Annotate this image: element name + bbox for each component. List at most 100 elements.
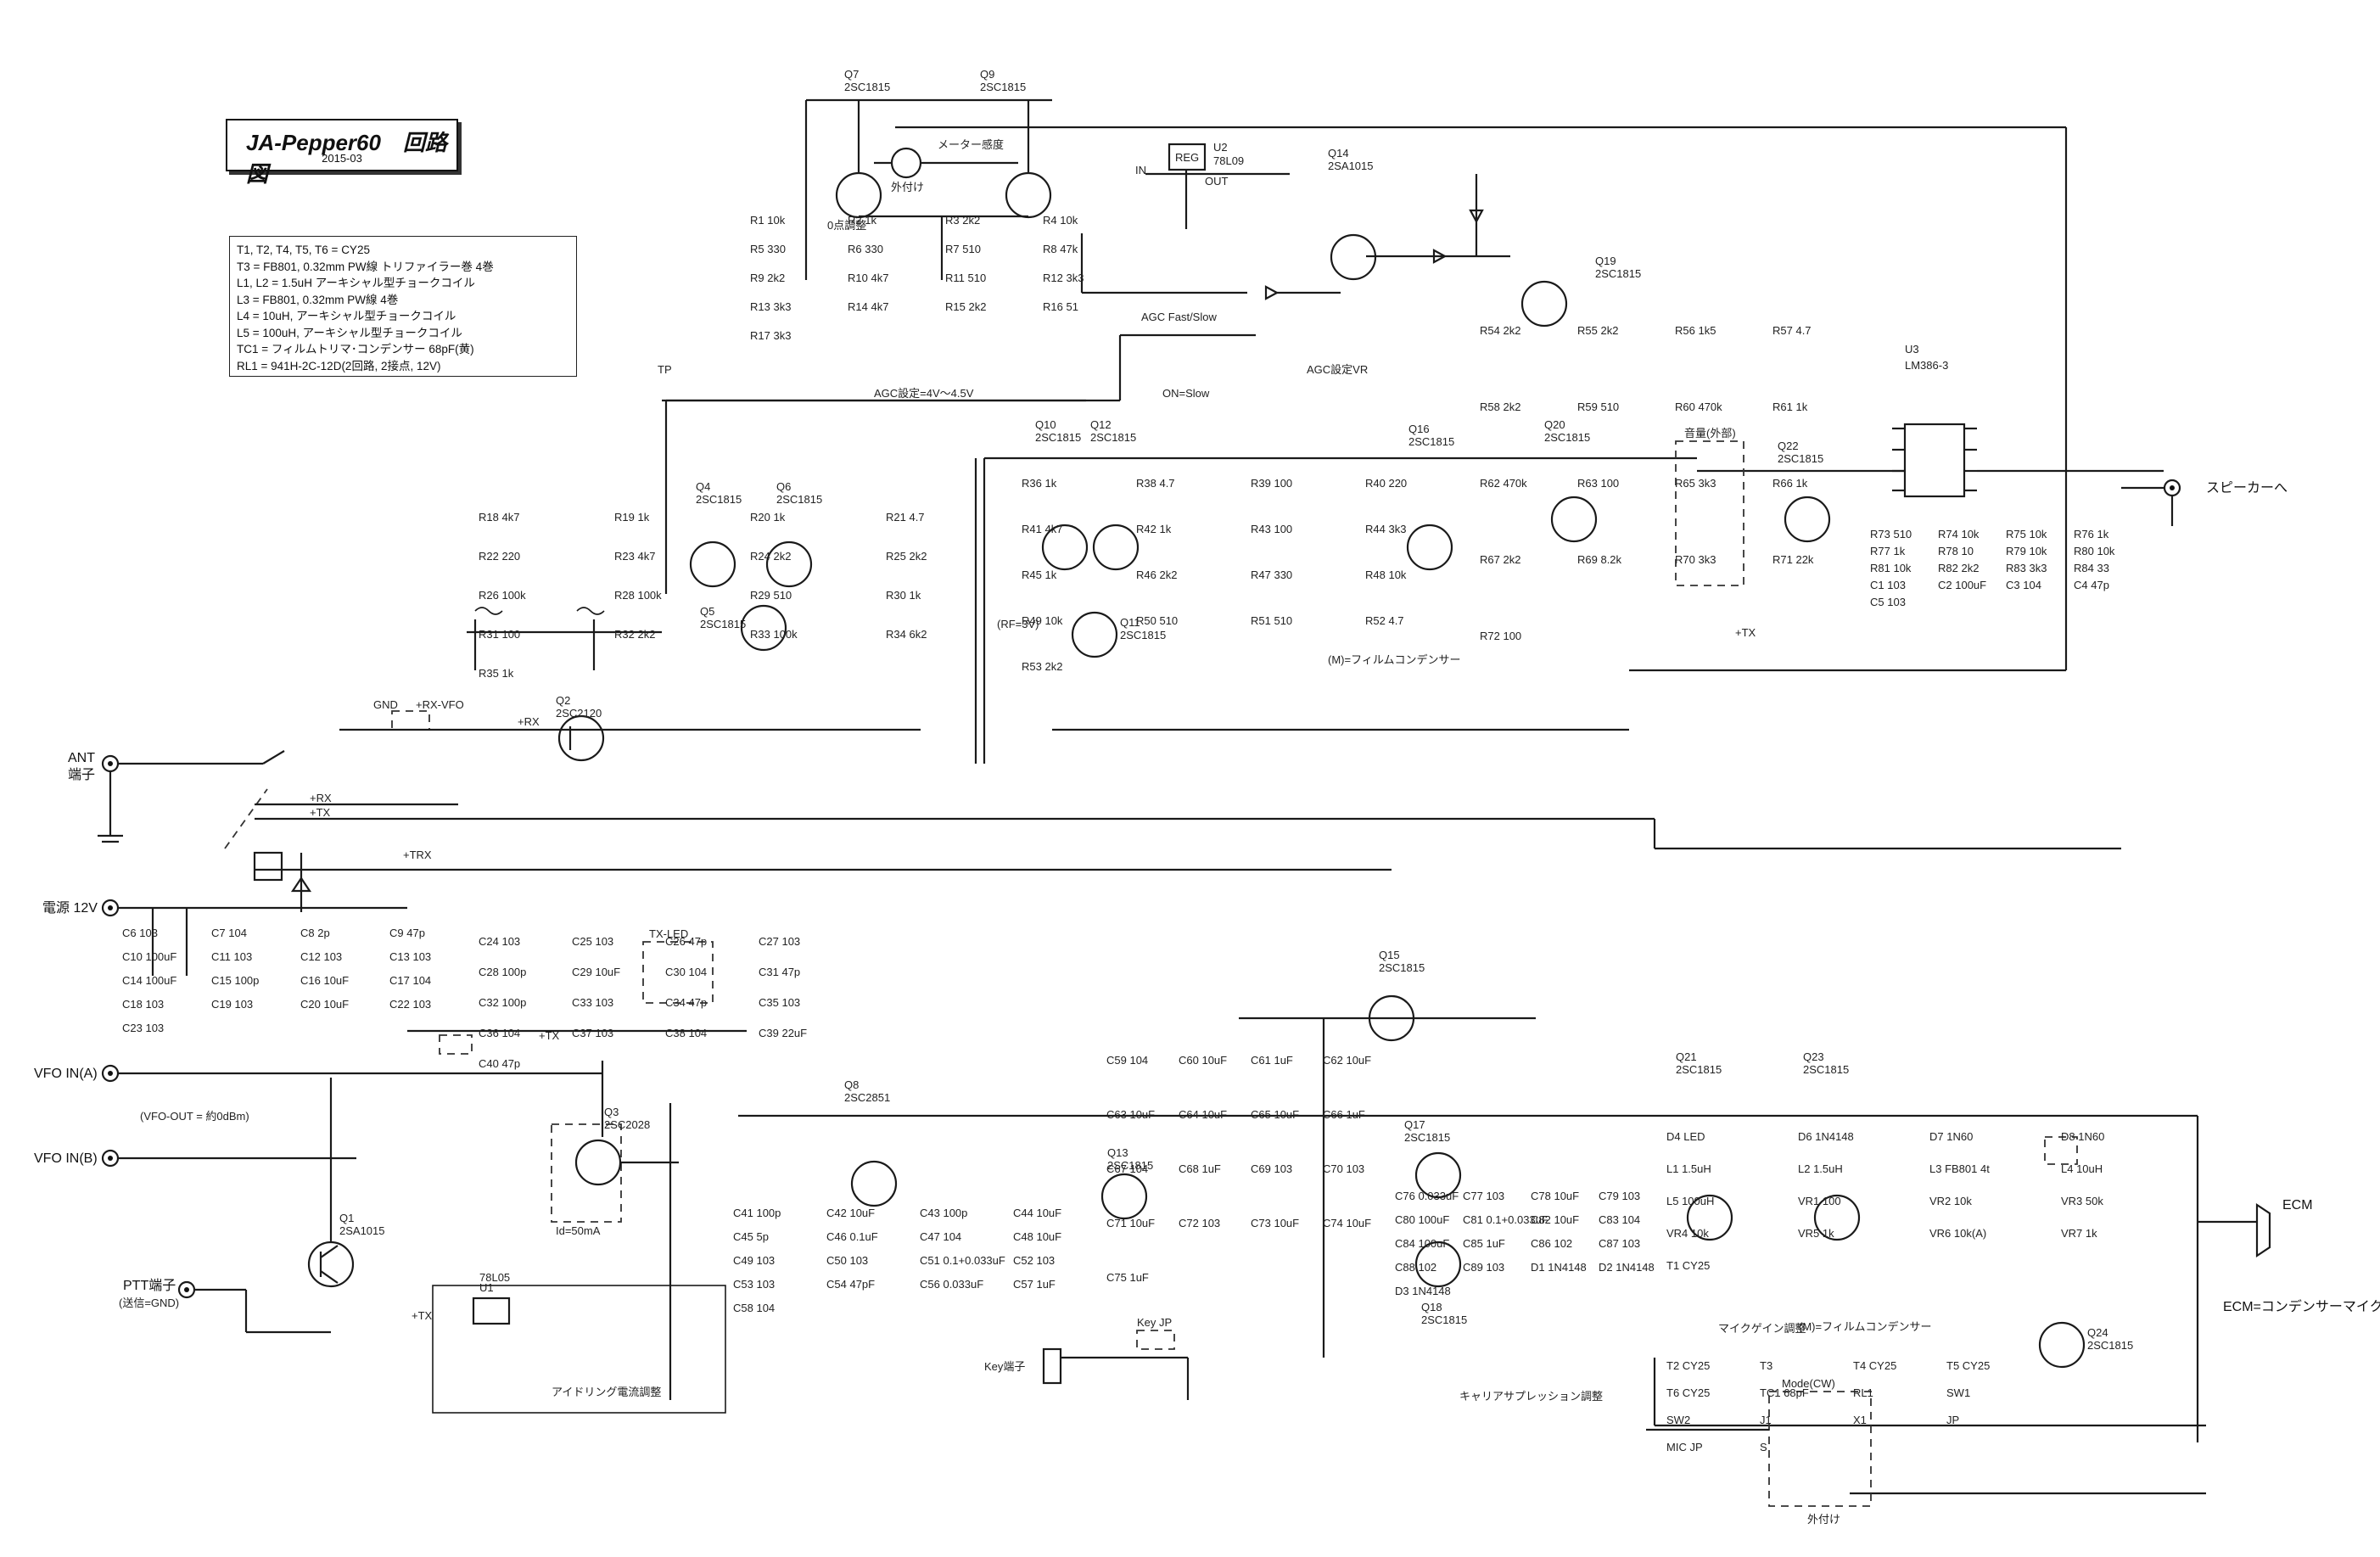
vfo-b-label: VFO IN(B) — [34, 1151, 98, 1166]
q11-ref: Q11 — [1120, 616, 1140, 629]
external-note: 外付け — [891, 181, 924, 193]
component-label: C81 0.1+0.033uF — [1463, 1213, 1548, 1226]
parts-note: T1, T2, T4, T5, T6 = CY25 — [237, 244, 370, 256]
component-label: R56 1k5 — [1675, 324, 1716, 337]
component-label: VR6 10k(A) — [1929, 1227, 1986, 1240]
parts-notes-box: T1, T2, T4, T5, T6 = CY25 T3 = FB801, 0.… — [229, 236, 577, 377]
component-label: S — [1760, 1441, 1767, 1453]
component-label: D7 1N60 — [1929, 1130, 1973, 1143]
q3-part: 2SC2028 — [604, 1118, 650, 1131]
component-label: R52 4.7 — [1365, 614, 1404, 627]
component-label: R16 51 — [1043, 300, 1078, 313]
q23-part: 2SC1815 — [1803, 1063, 1849, 1076]
regulator-u1 — [432, 1285, 726, 1414]
component-label: J1 — [1760, 1414, 1772, 1426]
key-jp-label: Key JP — [1137, 1316, 1172, 1329]
agc-diodes — [1264, 174, 1510, 300]
component-label: VR2 10k — [1929, 1195, 1972, 1207]
q22-part: 2SC1815 — [1778, 452, 1823, 465]
component-label: R31 100 — [479, 628, 520, 641]
external-note-2: 外付け — [1807, 1513, 1840, 1526]
component-label: R11 510 — [945, 272, 986, 284]
component-label: C87 103 — [1599, 1237, 1640, 1250]
zero-adj-note: 0点調整 — [827, 219, 866, 232]
component-label: C72 103 — [1179, 1217, 1220, 1229]
component-label: C57 1uF — [1013, 1278, 1056, 1291]
parts-note: TC1 = フィルムトリマ･コンデンサー 68pF(黄) — [237, 343, 474, 356]
component-label: R53 2k2 — [1022, 660, 1062, 673]
component-label: C71 10uF — [1106, 1217, 1155, 1229]
component-label: C6 103 — [122, 927, 158, 939]
component-label: C24 103 — [479, 935, 520, 948]
component-label: R62 470k — [1480, 477, 1527, 490]
component-label: R36 1k — [1022, 477, 1057, 490]
component-label: C41 100p — [733, 1207, 781, 1219]
component-label: R34 6k2 — [886, 628, 927, 641]
component-label: R5 330 — [750, 243, 786, 255]
component-label: T1 CY25 — [1666, 1259, 1710, 1272]
component-label: R7 510 — [945, 243, 981, 255]
q17-ref: Q17 — [1404, 1118, 1425, 1131]
component-label: R14 4k7 — [848, 300, 888, 313]
component-label: R17 3k3 — [750, 329, 791, 342]
transistor-q15 — [1368, 994, 1415, 1042]
component-label: R6 330 — [848, 243, 883, 255]
u2-ref: U2 — [1213, 141, 1228, 154]
component-label: R10 4k7 — [848, 272, 888, 284]
meter-sens-note: メーター感度 — [938, 138, 1004, 151]
q21-part: 2SC1815 — [1676, 1063, 1722, 1076]
component-label: R66 1k — [1772, 477, 1808, 490]
film-cap-note-1: (M)=フィルムコンデンサー — [1328, 653, 1461, 666]
transistor-q21 — [1686, 1194, 1733, 1241]
q20-part: 2SC1815 — [1544, 431, 1590, 444]
component-label: C45 5p — [733, 1230, 769, 1243]
component-label: C80 100uF — [1395, 1213, 1449, 1226]
q23-ref: Q23 — [1803, 1050, 1824, 1063]
q22-ref: Q22 — [1778, 440, 1799, 452]
component-label: C83 104 — [1599, 1213, 1640, 1226]
u3-part: LM386-3 — [1905, 359, 1948, 372]
component-label: C7 104 — [211, 927, 247, 939]
component-label: R81 10k — [1870, 562, 1912, 574]
component-label: C1 103 — [1870, 579, 1906, 591]
power-label: 電源 12V — [42, 900, 98, 916]
rx-vfo-note: +RX-VFO — [416, 698, 464, 711]
component-label: C20 10uF — [300, 998, 349, 1011]
component-label: R42 1k — [1136, 523, 1172, 535]
transistor-q7 — [835, 171, 882, 219]
q1-ref: Q1 — [339, 1212, 354, 1224]
q18-ref: Q18 — [1421, 1301, 1442, 1313]
component-label: VR1 100 — [1798, 1195, 1841, 1207]
component-label: R83 3k3 — [2006, 562, 2047, 574]
component-label: C29 10uF — [572, 966, 620, 978]
component-label: R18 4k7 — [479, 511, 519, 524]
q6-part: 2SC1815 — [776, 493, 822, 506]
rx-vfo-jp-box — [391, 710, 430, 731]
relay-rl1 — [224, 788, 312, 912]
component-label: R49 10k — [1022, 614, 1063, 627]
component-label: C4 47p — [2074, 579, 2109, 591]
ptt-label: PTT端子 — [123, 1278, 176, 1293]
component-label: C59 104 — [1106, 1054, 1148, 1067]
q10-part: 2SC1815 — [1035, 431, 1081, 444]
component-label: R35 1k — [479, 667, 514, 680]
component-label: R74 10k — [1938, 528, 1980, 540]
component-label: L5 100uH — [1666, 1195, 1714, 1207]
q1-part: 2SA1015 — [339, 1224, 385, 1237]
vfo-inputs — [101, 1064, 602, 1334]
component-label: C39 22uF — [759, 1027, 807, 1039]
component-label: R33 100k — [750, 628, 798, 641]
q2-ref: Q2 — [556, 694, 570, 707]
component-label: C47 104 — [920, 1230, 961, 1243]
component-label: R20 1k — [750, 511, 786, 524]
component-label: R58 2k2 — [1480, 400, 1520, 413]
title-box: JA-Pepper60 回路図 2015-03 — [226, 119, 458, 187]
component-label: C44 10uF — [1013, 1207, 1061, 1219]
component-label: C86 102 — [1531, 1237, 1572, 1250]
transistor-labels: Q1 2SA1015 Q2 2SC2120 Q3 2SC2028 Q4 2SC1… — [339, 68, 2133, 1352]
component-label: C25 103 — [572, 935, 613, 948]
component-label: C30 104 — [665, 966, 707, 978]
component-label: C46 0.1uF — [826, 1230, 878, 1243]
component-label: C64 10uF — [1179, 1108, 1227, 1121]
q8-part: 2SC2851 — [844, 1091, 890, 1104]
